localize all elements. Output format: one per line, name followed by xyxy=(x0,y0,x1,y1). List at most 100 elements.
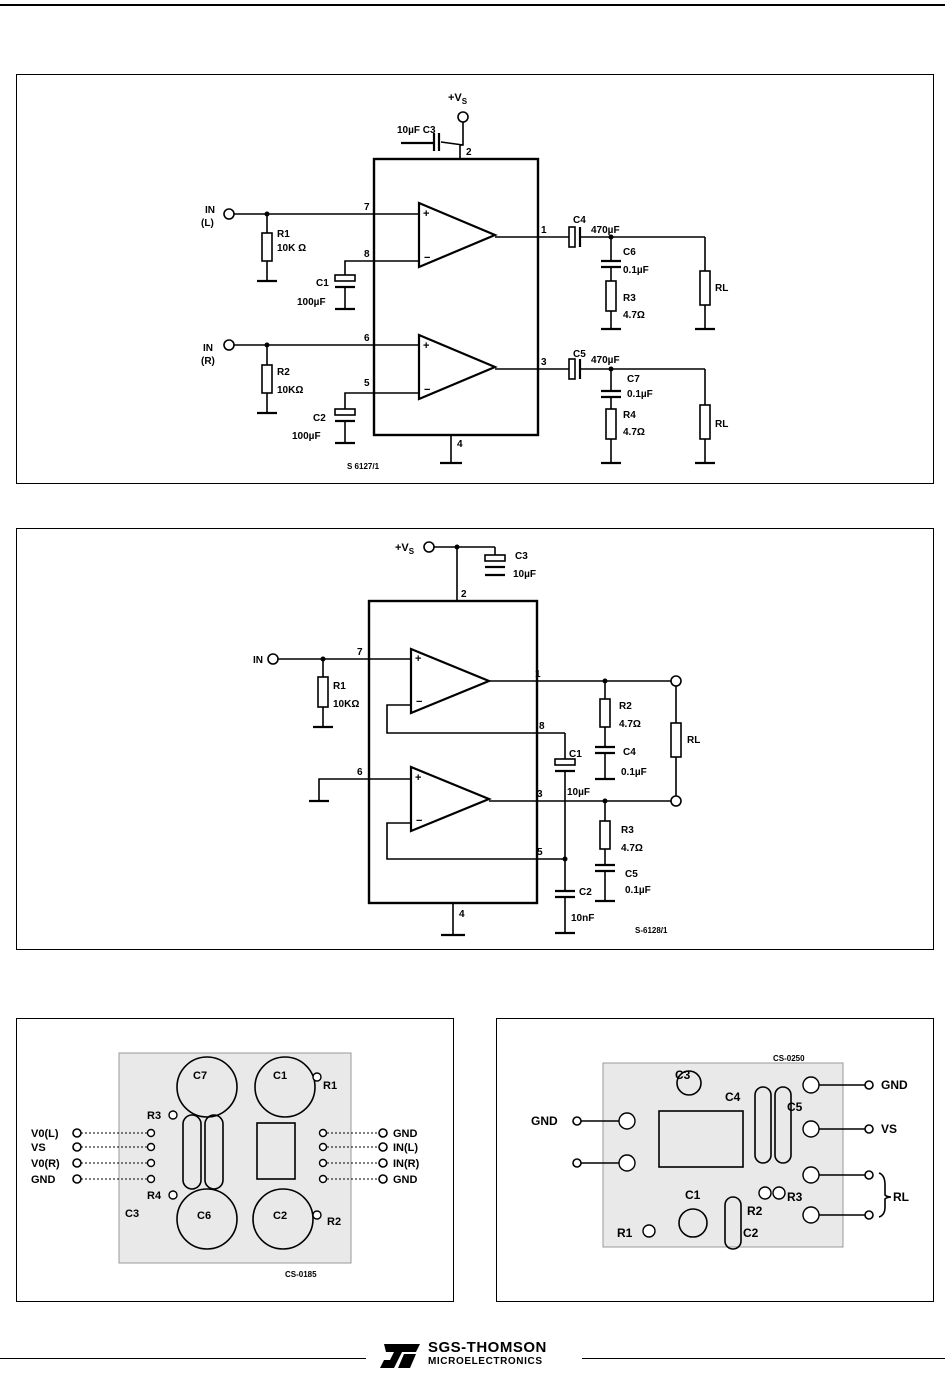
c2-capacitor-pos xyxy=(334,408,356,416)
terminal xyxy=(864,1080,874,1090)
vs-label: +VS xyxy=(448,92,468,106)
rl-left-label: RL xyxy=(715,283,728,294)
r2-value: 10KΩ xyxy=(277,385,303,396)
label-in-left: IN(L) xyxy=(393,1142,418,1154)
pin-4-label: 4 xyxy=(459,909,465,920)
pcb-pad xyxy=(802,1166,820,1184)
bridge-schematic: + − + − +VS 2 C3 10µF IN 7 R1 10KΩ 6 8 5… xyxy=(253,541,700,937)
c3-capacitor xyxy=(676,1070,702,1096)
plus-sign: + xyxy=(423,208,429,220)
c7-value: 0.1µF xyxy=(627,389,653,400)
c1-capacitor-pos xyxy=(334,274,356,282)
c3-label: 10µF C3 xyxy=(397,125,436,136)
pcb-pad xyxy=(802,1076,820,1094)
ic-footprint xyxy=(658,1110,744,1168)
c1-label: C1 xyxy=(316,278,329,289)
out-1-terminal xyxy=(670,675,682,687)
r1-label: R1 xyxy=(333,681,346,692)
in-right-label: IN xyxy=(203,343,213,354)
amplifier-upper xyxy=(409,647,492,715)
r4-resistor xyxy=(605,408,617,440)
pcb-pad xyxy=(318,1128,328,1138)
r3-resistor xyxy=(605,280,617,312)
rl-right-resistor xyxy=(699,404,711,440)
pin-8-label: 8 xyxy=(364,249,370,260)
in-right-terminal xyxy=(223,339,235,351)
minus-sign: − xyxy=(424,252,430,264)
rl-left-resistor xyxy=(699,270,711,306)
label-gnd: GND xyxy=(881,1078,908,1092)
pcb-pad xyxy=(758,1186,772,1200)
brand-name: SGS-THOMSON MICROELECTRONICS xyxy=(428,1340,547,1367)
pcb-layout-stereo: C7 C1 R1 R3 C3 C6 R4 C2 R2 V0(L) VS V0(R… xyxy=(31,1052,420,1279)
pin-1-label: 1 xyxy=(535,669,541,680)
c4-value: 470µF xyxy=(591,225,620,236)
plus-sign: + xyxy=(423,340,429,352)
pcb-pad xyxy=(318,1174,328,1184)
bridge-schematic-panel: + − + − +VS 2 C3 10µF IN 7 R1 10KΩ 6 8 5… xyxy=(16,528,934,950)
c2-capacitor xyxy=(252,1188,314,1250)
pin-6-label: 6 xyxy=(364,333,370,344)
rl-resistor xyxy=(670,722,682,758)
r2-resistor xyxy=(599,698,611,728)
c4-label: C4 xyxy=(573,215,586,226)
r2-label: R2 xyxy=(277,367,290,378)
amplifier-lower xyxy=(409,765,492,833)
c4-label: C4 xyxy=(725,1090,741,1104)
r2-resistor xyxy=(261,364,273,394)
in-label: IN xyxy=(253,655,263,666)
r4-value: 4.7Ω xyxy=(623,427,645,438)
terminal xyxy=(72,1174,82,1184)
in-left-label: IN xyxy=(205,205,215,216)
minus-sign: − xyxy=(416,696,422,708)
c5-capacitor-pos xyxy=(568,358,576,380)
r1-resistor xyxy=(317,676,329,708)
label-vs: VS xyxy=(881,1122,897,1136)
pcb-pad xyxy=(618,1154,636,1172)
r2-label: R2 xyxy=(747,1204,763,1218)
c6-capacitor xyxy=(176,1188,238,1250)
c2-body xyxy=(724,1196,742,1250)
terminal xyxy=(378,1158,388,1168)
label-vo-right: V0(R) xyxy=(31,1158,60,1170)
footer-rule-right xyxy=(582,1358,945,1359)
label-gnd: GND xyxy=(393,1174,418,1186)
r3-value: 4.7Ω xyxy=(623,310,645,321)
amplifier-left xyxy=(417,201,498,269)
vs-terminal xyxy=(457,111,469,123)
brand-title: SGS-THOMSON xyxy=(428,1339,547,1356)
figure-code: S 6127/1 xyxy=(347,462,380,471)
brand-subtitle: MICROELECTRONICS xyxy=(428,1356,543,1367)
label-gnd: GND xyxy=(531,1114,558,1128)
ic-package xyxy=(367,599,539,905)
pcb-pad xyxy=(618,1112,636,1130)
footer-rule-left xyxy=(0,1358,366,1359)
c3-wire xyxy=(440,141,464,146)
terminal xyxy=(378,1142,388,1152)
r4-label: R4 xyxy=(623,410,636,421)
c2-wire xyxy=(344,392,419,409)
rl-bracket xyxy=(878,1172,892,1218)
r3-label: R3 xyxy=(787,1190,803,1204)
pcb-pad xyxy=(146,1158,156,1168)
c7-label: C7 xyxy=(627,374,640,385)
c3-label: C3 xyxy=(125,1208,139,1220)
c6-value: 0.1µF xyxy=(623,265,649,276)
label-gnd: GND xyxy=(31,1174,56,1186)
label-vo-left: V0(L) xyxy=(31,1128,59,1140)
pcb-pad xyxy=(146,1174,156,1184)
c5-value: 470µF xyxy=(591,355,620,366)
c2-label: C2 xyxy=(579,887,592,898)
terminal xyxy=(864,1210,874,1220)
c1-capacitor xyxy=(678,1208,708,1238)
c5-label: C5 xyxy=(573,349,586,360)
figure-code: S-6128/1 xyxy=(635,926,668,935)
ic-package xyxy=(372,157,540,437)
c2-value: 100µF xyxy=(292,431,321,442)
vs-wire xyxy=(459,122,464,159)
r1-label: R1 xyxy=(617,1226,633,1240)
pin-7-label: 7 xyxy=(357,647,363,658)
terminal xyxy=(378,1174,388,1184)
terminal xyxy=(864,1124,874,1134)
stereo-schematic: + − + − +VS 2 10µF C3 IN (L) 7 R1 10K Ω … xyxy=(201,92,728,471)
